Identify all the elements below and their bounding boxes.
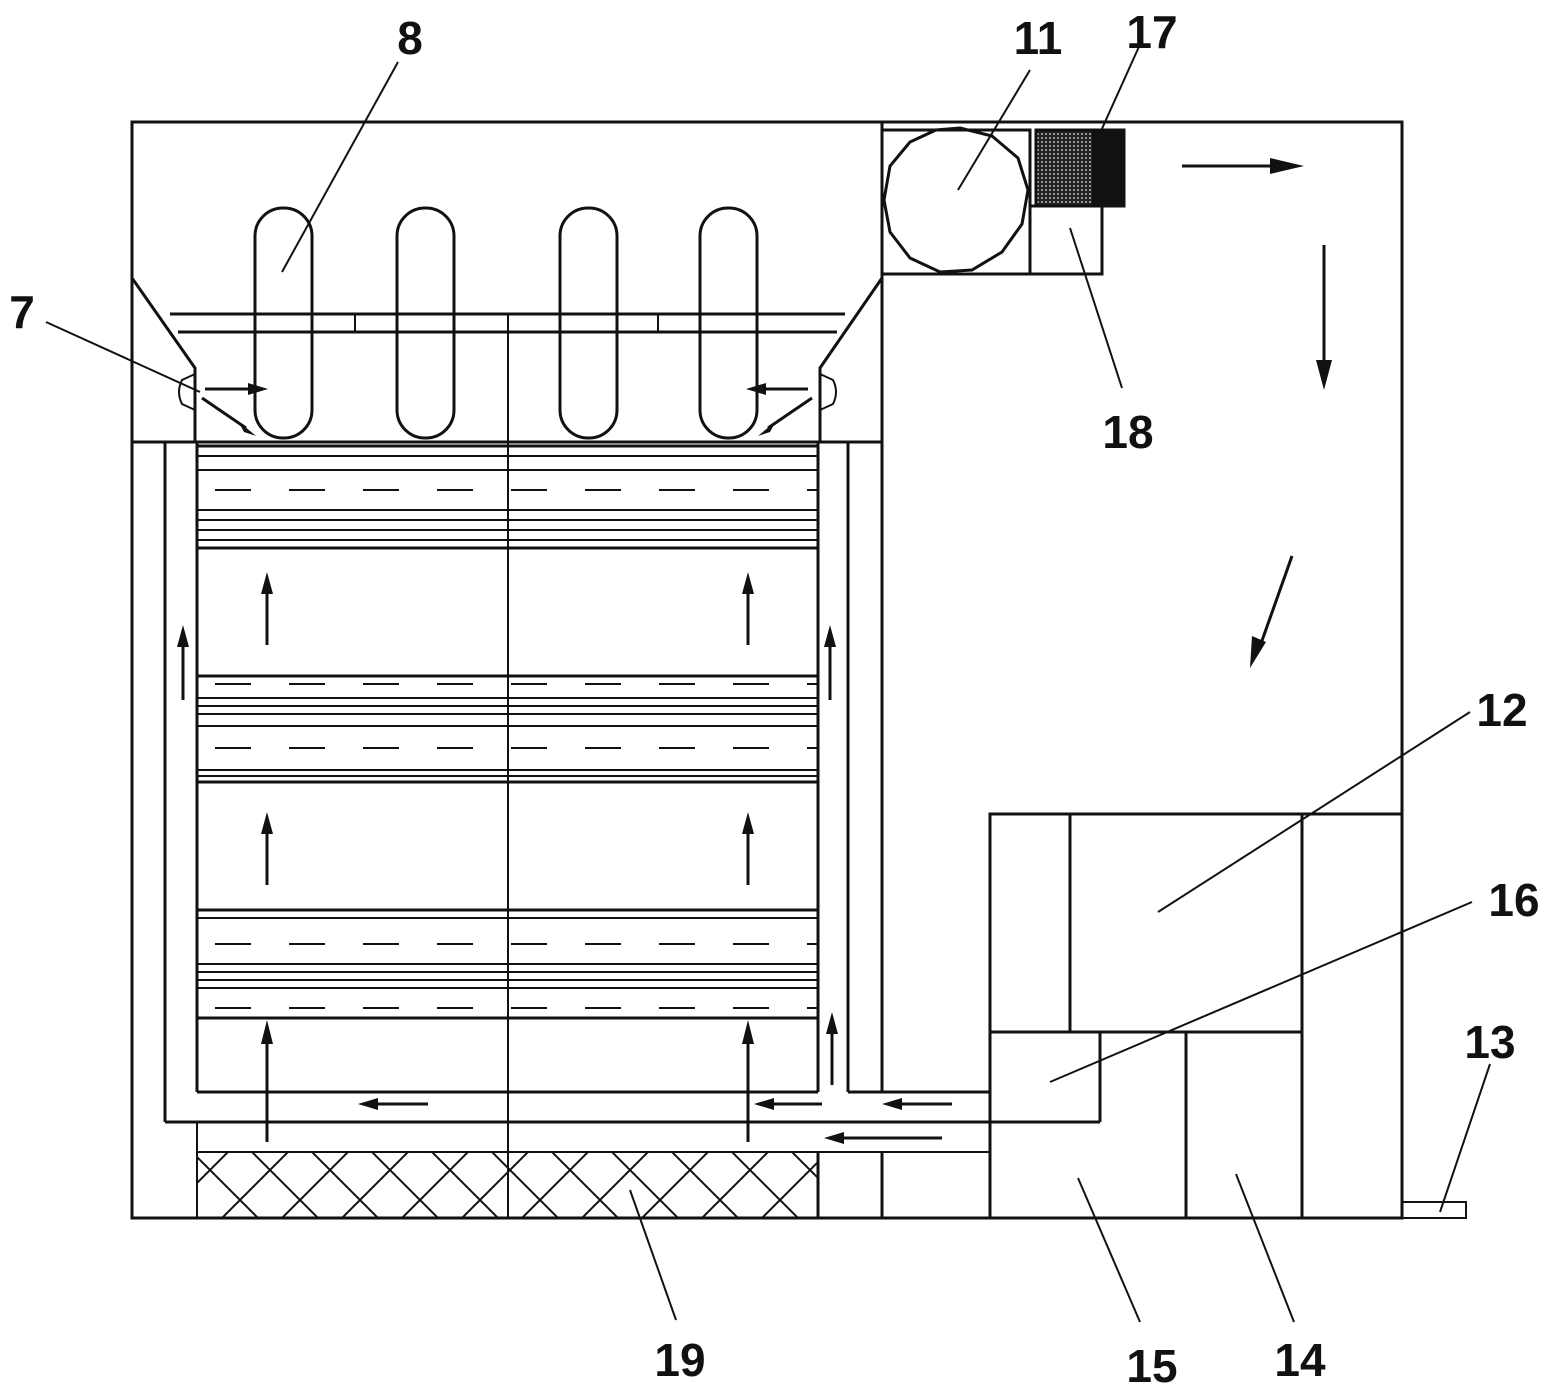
tray-stack	[163, 442, 990, 1218]
leader-lines	[45, 39, 1491, 1323]
label-8: 8	[397, 12, 423, 64]
right-tab	[819, 373, 837, 411]
label-13: 13	[1464, 1016, 1515, 1068]
housing	[130, 120, 1467, 1220]
label-12: 12	[1476, 684, 1527, 736]
left-tab	[178, 373, 196, 411]
fan-rotor	[882, 126, 1030, 274]
label-15: 15	[1126, 1340, 1177, 1392]
heating-coils-8	[253, 206, 759, 440]
label-7: 7	[9, 286, 35, 338]
part-labels: 8 7 11 17 18 12 16 13 19 15 14	[9, 6, 1539, 1392]
flow-arrows	[177, 158, 1332, 1144]
label-18: 18	[1102, 406, 1153, 458]
label-17: 17	[1126, 6, 1177, 58]
foot-13	[1401, 1201, 1467, 1219]
label-16: 16	[1488, 874, 1539, 926]
lower-right-units	[988, 812, 1402, 1218]
fan-unit-11	[880, 126, 1032, 276]
label-19: 19	[654, 1334, 705, 1386]
filter-17	[1034, 128, 1126, 208]
base-filler-19	[196, 1151, 884, 1219]
label-11: 11	[1014, 12, 1063, 64]
box-18	[1028, 204, 1104, 276]
label-14: 14	[1274, 1334, 1326, 1386]
